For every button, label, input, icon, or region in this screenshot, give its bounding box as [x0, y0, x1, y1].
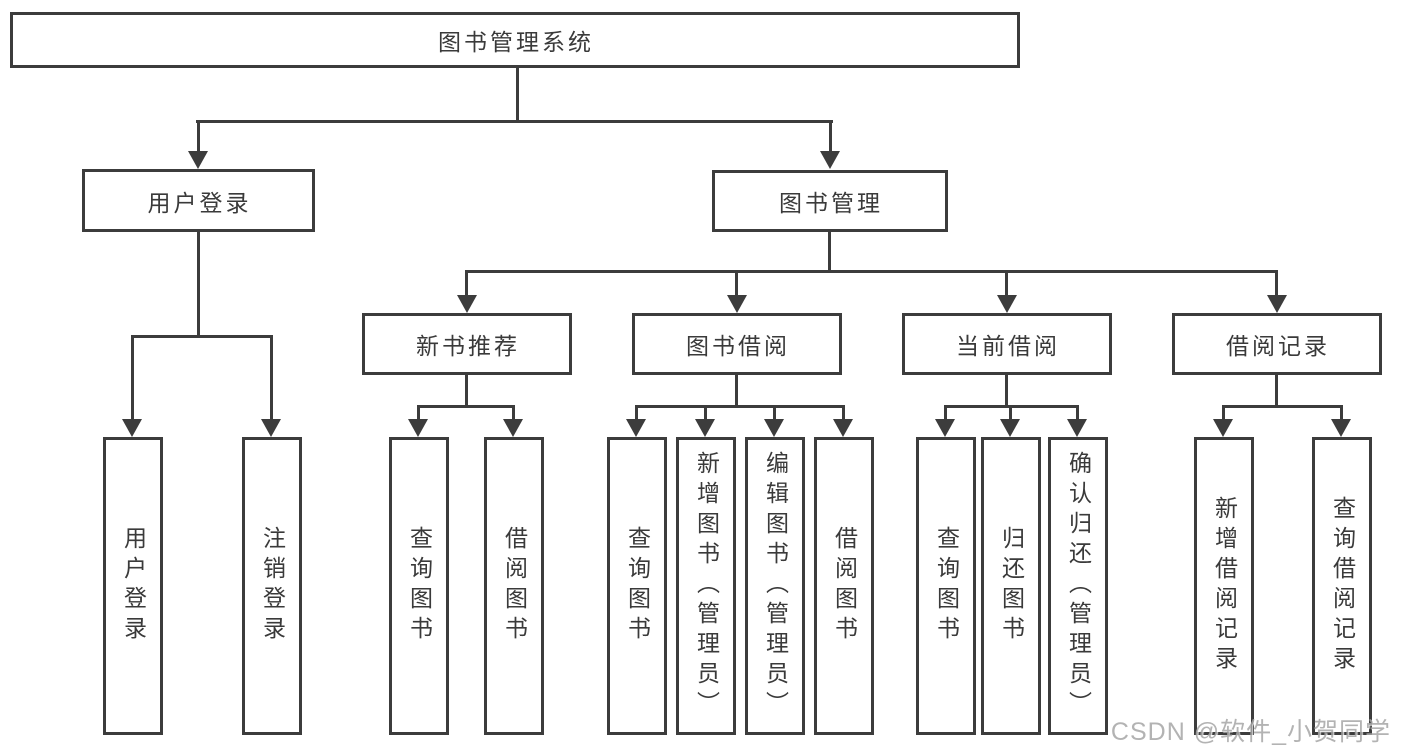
- leaf-current-query-book-label: 查询图书: [933, 526, 960, 646]
- connector-records-bus: [1222, 405, 1343, 408]
- leaf-borrow-edit-book-admin-label: 编辑图书（管理员）: [762, 451, 789, 721]
- leaf-records-query-record: 查询借阅记录: [1312, 437, 1372, 735]
- connector-drop: [465, 270, 468, 298]
- leaf-records-query-record-label: 查询借阅记录: [1329, 496, 1356, 676]
- node-borrow-records: 借阅记录: [1172, 313, 1382, 375]
- arrowhead: [935, 419, 955, 437]
- leaf-borrow-add-book-admin: 新增图书（管理员）: [676, 437, 736, 735]
- connector-rec-trunk: [465, 375, 468, 405]
- connector-drop: [944, 405, 947, 422]
- connector-drop: [1009, 405, 1012, 422]
- arrowhead: [188, 151, 208, 169]
- connector-drop: [842, 405, 845, 422]
- arrowhead: [626, 419, 646, 437]
- arrowhead: [261, 419, 281, 437]
- node-current-borrow: 当前借阅: [902, 313, 1112, 375]
- arrowhead: [727, 295, 747, 313]
- node-current-borrow-label: 当前借阅: [956, 333, 1060, 359]
- connector-rec-bus: [417, 405, 515, 408]
- node-new-book-recommend-label: 新书推荐: [416, 333, 520, 359]
- arrowhead: [820, 151, 840, 169]
- node-book-borrow-label: 图书借阅: [686, 333, 790, 359]
- leaf-rec-borrow-book-label: 借阅图书: [501, 526, 528, 646]
- leaf-records-add-record-label: 新增借阅记录: [1211, 496, 1238, 676]
- connector-drop: [1222, 405, 1225, 422]
- leaf-current-query-book: 查询图书: [916, 437, 976, 735]
- arrowhead: [1331, 419, 1351, 437]
- connector-login-bus: [131, 335, 273, 338]
- leaf-borrow-borrow-book-label: 借阅图书: [831, 526, 858, 646]
- leaf-borrow-add-book-admin-label: 新增图书（管理员）: [693, 451, 720, 721]
- connector-root-trunk: [516, 68, 519, 120]
- connector-drop: [1005, 270, 1008, 298]
- arrowhead: [764, 419, 784, 437]
- connector-drop: [512, 405, 515, 422]
- node-root-label: 图书管理系统: [438, 29, 594, 55]
- node-book-borrow: 图书借阅: [632, 313, 842, 375]
- connector-drop: [1340, 405, 1343, 422]
- arrowhead: [1067, 419, 1087, 437]
- node-user-login: 用户登录: [82, 169, 315, 232]
- node-root: 图书管理系统: [10, 12, 1020, 68]
- leaf-borrow-query-book-label: 查询图书: [624, 526, 651, 646]
- arrowhead: [833, 419, 853, 437]
- connector-drop: [131, 335, 134, 421]
- arrowhead: [122, 419, 142, 437]
- leaf-borrow-query-book: 查询图书: [607, 437, 667, 735]
- arrowhead: [1267, 295, 1287, 313]
- leaf-borrow-borrow-book: 借阅图书: [814, 437, 874, 735]
- node-new-book-recommend: 新书推荐: [362, 313, 572, 375]
- leaf-borrow-edit-book-admin: 编辑图书（管理员）: [745, 437, 805, 735]
- leaf-logout: 注销登录: [242, 437, 302, 735]
- connector-drop: [735, 270, 738, 298]
- leaf-current-confirm-return-admin: 确认归还（管理员）: [1048, 437, 1108, 735]
- arrowhead: [695, 419, 715, 437]
- node-user-login-label: 用户登录: [147, 189, 252, 216]
- connector-borrow-bus: [635, 405, 845, 408]
- leaf-current-return-book: 归还图书: [981, 437, 1041, 735]
- arrowhead: [1000, 419, 1020, 437]
- arrowhead: [997, 295, 1017, 313]
- leaf-current-confirm-return-admin-label: 确认归还（管理员）: [1065, 451, 1092, 721]
- node-book-management: 图书管理: [712, 170, 948, 232]
- connector-drop: [1275, 270, 1278, 298]
- connector-level3-bus: [465, 270, 1278, 273]
- connector-drop: [635, 405, 638, 422]
- connector-drop-mgmt: [829, 120, 832, 154]
- leaf-rec-query-book-label: 查询图书: [406, 526, 433, 646]
- node-borrow-records-label: 借阅记录: [1226, 333, 1330, 359]
- watermark: CSDN @软件_小贺同学: [1110, 718, 1391, 746]
- leaf-rec-borrow-book: 借阅图书: [484, 437, 544, 735]
- connector-drop: [270, 335, 273, 421]
- connector-login-trunk: [197, 232, 200, 335]
- connector-borrow-trunk: [735, 375, 738, 405]
- leaf-user-login-label: 用户登录: [120, 526, 147, 646]
- leaf-rec-query-book: 查询图书: [389, 437, 449, 735]
- node-book-management-label: 图书管理: [779, 190, 883, 216]
- connector-drop: [773, 405, 776, 422]
- connector-drop-login: [197, 120, 200, 154]
- arrowhead: [457, 295, 477, 313]
- arrowhead: [408, 419, 428, 437]
- connector-mgmt-trunk: [828, 232, 831, 270]
- connector-level1-bus: [196, 120, 833, 123]
- connector-records-trunk: [1275, 375, 1278, 405]
- connector-drop: [1076, 405, 1079, 422]
- arrowhead: [503, 419, 523, 437]
- connector-drop: [417, 405, 420, 422]
- leaf-records-add-record: 新增借阅记录: [1194, 437, 1254, 735]
- connector-current-trunk: [1005, 375, 1008, 405]
- leaf-logout-label: 注销登录: [259, 526, 286, 646]
- connector-drop: [704, 405, 707, 422]
- leaf-user-login: 用户登录: [103, 437, 163, 735]
- leaf-current-return-book-label: 归还图书: [998, 526, 1025, 646]
- arrowhead: [1213, 419, 1233, 437]
